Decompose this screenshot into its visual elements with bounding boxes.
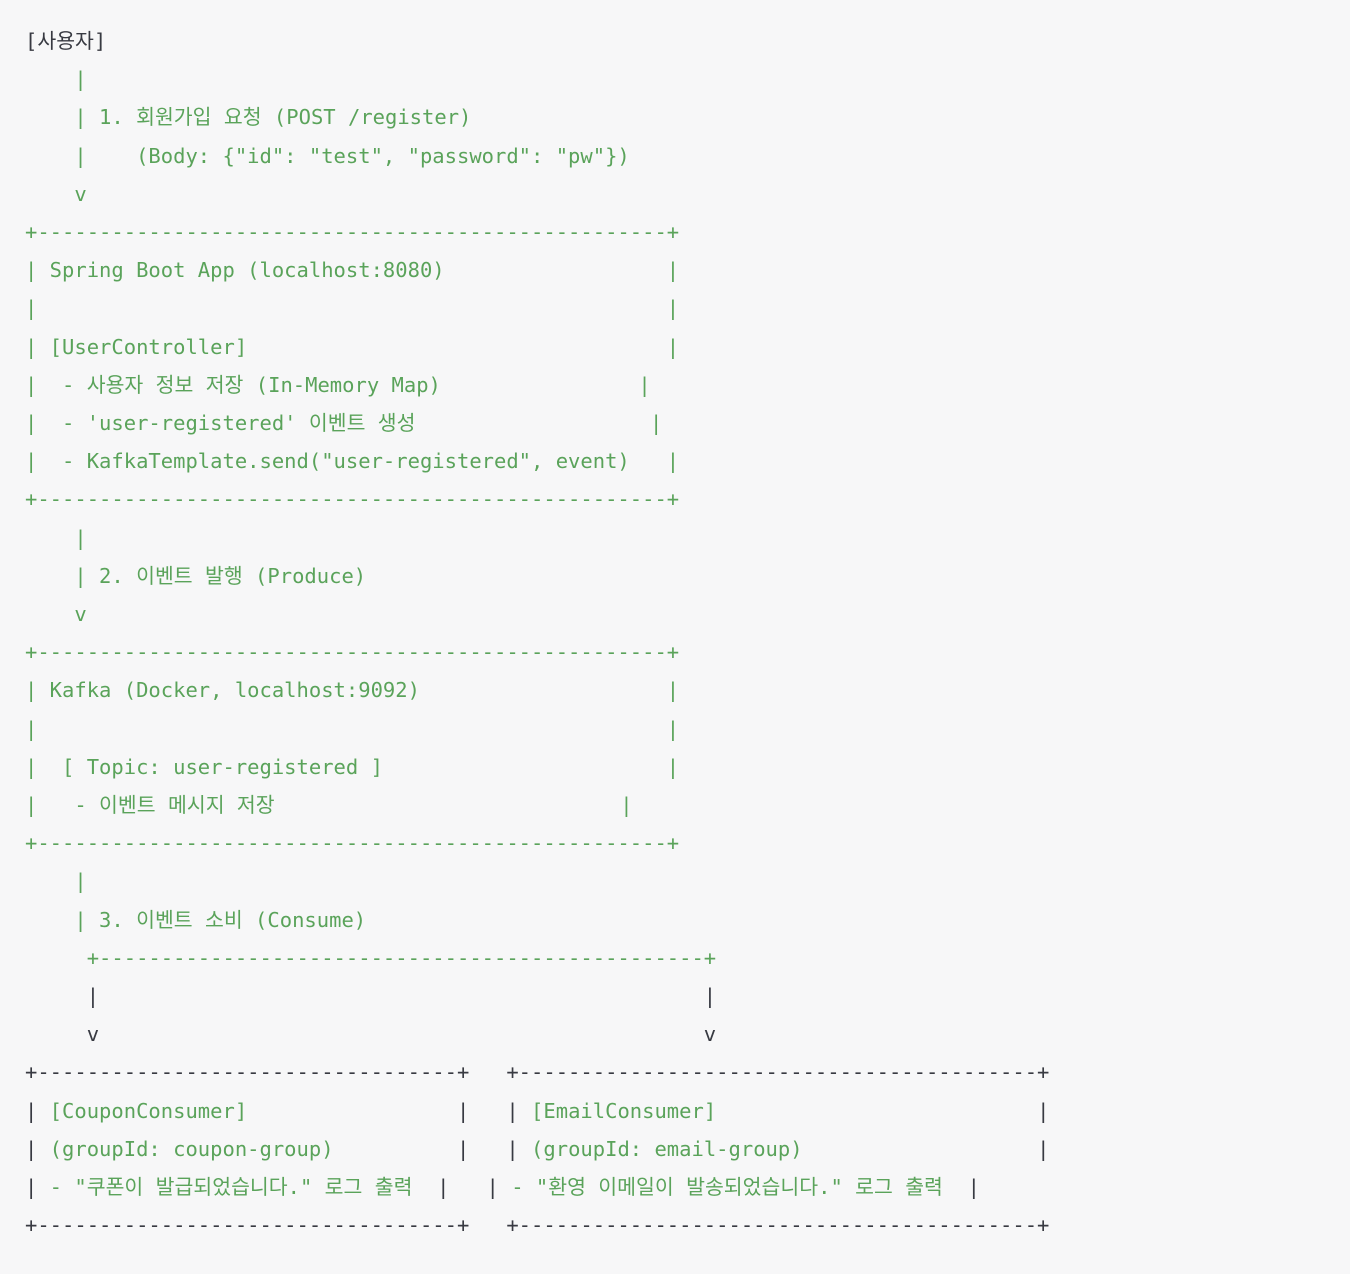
ascii-line: | 2. 이벤트 발행 (Produce) [25,563,367,588]
ascii-line: | | [25,296,680,321]
ascii-line: +----------------------------------+ +--… [25,1060,1050,1085]
ascii-line: | - KafkaTemplate.send("user-registered"… [25,449,680,474]
ascii-line: | Spring Boot App (localhost:8080) | [25,258,680,283]
ascii-line: | [25,67,87,92]
ascii-line: v v [25,1022,717,1047]
ascii-line: | Kafka (Docker, localhost:9092) | [25,678,680,703]
ascii-line: +---------------------------------------… [25,945,717,970]
ascii-line: +---------------------------------------… [25,220,680,245]
ascii-line: +---------------------------------------… [25,640,680,665]
ascii-line: | (Body: {"id": "test", "password": "pw"… [25,143,630,168]
ascii-line: | [ Topic: user-registered ] | [25,754,680,779]
ascii-line: +---------------------------------------… [25,831,680,856]
ascii-line: [사용자] [25,29,107,53]
ascii-diagram: [사용자] | | 1. 회원가입 요청 (POST /register) | … [25,29,1050,1238]
ascii-line: | [UserController] | [25,334,680,359]
ascii-line: | | [25,984,717,1009]
ascii-line: | 1. 회원가입 요청 (POST /register) [25,105,472,130]
ascii-line: v [25,602,87,627]
ascii-line: | - 이벤트 메시지 저장 | [25,793,633,818]
ascii-line: | [CouponConsumer] | | [EmailConsumer] | [25,1098,1050,1123]
ascii-line: | [25,525,87,550]
ascii-line: +----------------------------------+ +--… [25,1213,1050,1238]
ascii-line: | (groupId: coupon-group) | | (groupId: … [25,1136,1050,1161]
ascii-line: | - 'user-registered' 이벤트 생성 | [25,411,663,436]
ascii-line: v [25,181,87,206]
ascii-line: | [25,869,87,894]
ascii-line: | 3. 이벤트 소비 (Consume) [25,907,367,932]
ascii-line: | | [25,716,680,741]
ascii-line: | - 사용자 정보 저장 (In-Memory Map) | [25,372,651,397]
ascii-line: | - "쿠폰이 발급되었습니다." 로그 출력 | | - "환영 이메일이 … [25,1175,980,1200]
ascii-line: +---------------------------------------… [25,487,680,512]
